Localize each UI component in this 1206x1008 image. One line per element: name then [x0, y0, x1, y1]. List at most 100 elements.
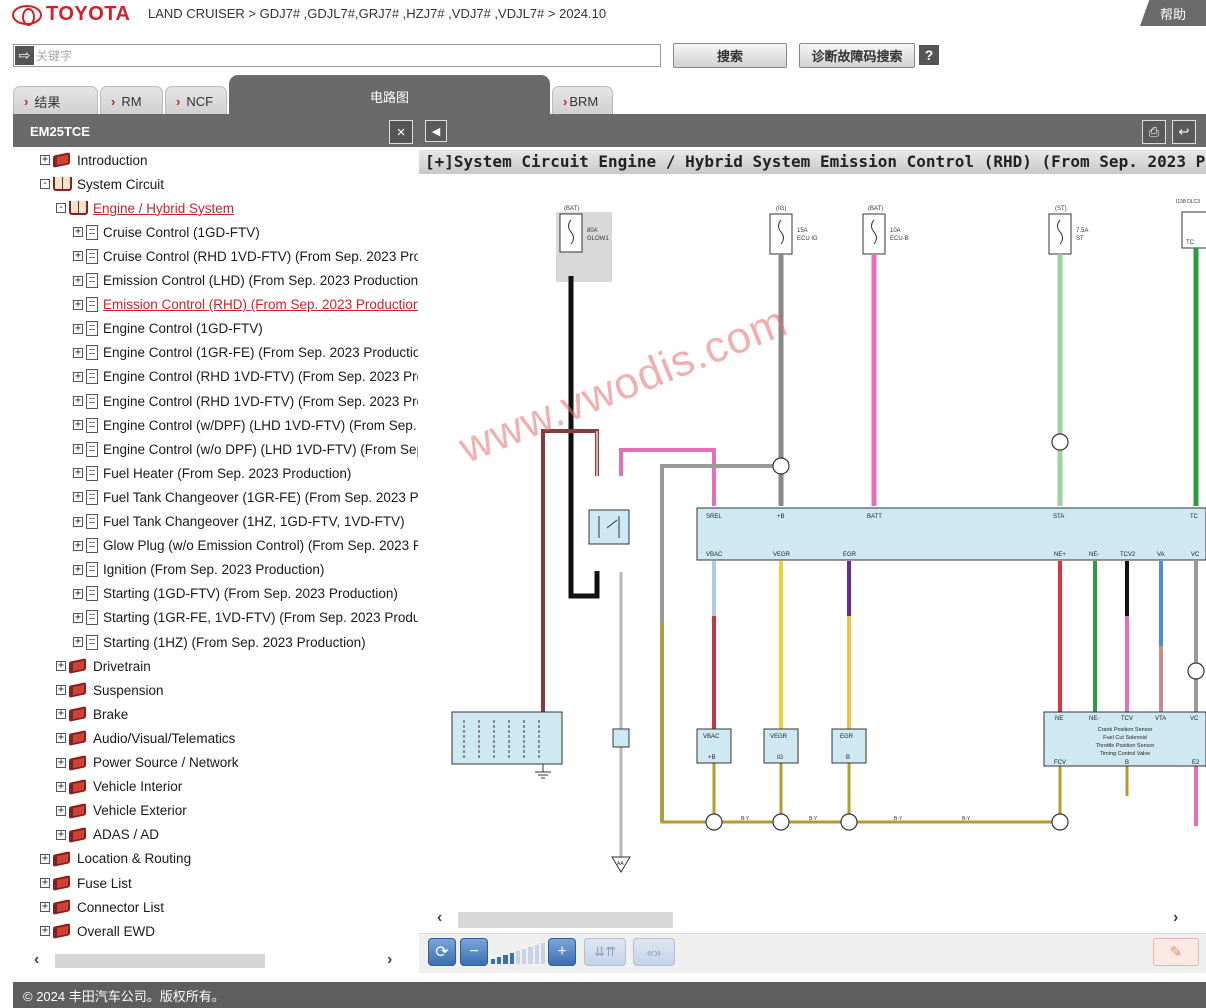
tree-item-label[interactable]: Drivetrain — [93, 658, 151, 674]
tree-item[interactable]: +Engine Control (1GD-FTV) — [73, 317, 263, 341]
tab-rm[interactable]: ›RM — [100, 86, 163, 116]
tree-item[interactable]: + Audio/Visual/Telematics — [56, 726, 235, 750]
expand-icon[interactable]: + — [56, 804, 66, 816]
tree-item[interactable]: + Overall EWD — [40, 919, 155, 943]
left-scrollbar-thumb[interactable] — [55, 954, 265, 968]
search-input[interactable] — [36, 46, 656, 65]
tree-item[interactable]: + Emission Control (RHD) (From Sep. 2023 … — [73, 293, 418, 317]
collapse-icon[interactable]: - — [56, 202, 66, 214]
tree-item[interactable]: + ADAS / AD — [56, 823, 159, 847]
expand-icon[interactable]: + — [73, 491, 83, 503]
expand-icon[interactable]: + — [56, 828, 66, 840]
tree-item-label[interactable]: Brake — [93, 706, 129, 722]
collapse-left-icon[interactable]: ◀ — [425, 120, 447, 142]
tree-item-label[interactable]: Starting (1HZ) (From Sep. 2023 Productio… — [103, 634, 366, 650]
tree-item-label[interactable]: Fuse List — [77, 875, 132, 891]
tree-item[interactable]: + Drivetrain — [56, 654, 151, 678]
tree-item[interactable]: +Engine Control (w/o DPF) (LHD 1VD-FTV) … — [73, 437, 418, 461]
tree-item-label[interactable]: ADAS / AD — [93, 827, 160, 843]
dtc-search-button[interactable]: 诊断故障码搜索 — [799, 43, 915, 68]
expand-icon[interactable]: + — [56, 660, 66, 672]
collapse-icon[interactable]: - — [40, 178, 50, 190]
tree-item[interactable]: + Location & Routing — [40, 847, 191, 871]
refresh-icon[interactable]: ⟳ — [428, 938, 456, 966]
tree-item-label[interactable]: Location & Routing — [77, 851, 192, 867]
fit-page-icon[interactable]: ⇊⇈ — [584, 938, 626, 966]
tab-ncf[interactable]: ›NCF — [165, 86, 227, 116]
expand-icon[interactable]: + — [73, 467, 83, 479]
tree-item-label[interactable]: Ignition (From Sep. 2023 Production) — [103, 562, 325, 578]
expand-icon[interactable]: + — [73, 298, 83, 310]
help-button[interactable]: 帮助 — [1140, 0, 1206, 26]
tree-item-label[interactable]: Fuel Heater (From Sep. 2023 Production) — [103, 465, 352, 481]
tree-item-label[interactable]: Vehicle Exterior — [93, 803, 187, 819]
tree-item[interactable]: + Emission Control (LHD) (From Sep. 2023 … — [73, 269, 418, 293]
tree-item-label[interactable]: Engine Control (w/DPF) (LHD 1VD-FTV) (Fr… — [103, 417, 418, 433]
tree-item[interactable]: +Starting (1GR-FE, 1VD-FTV) (From Sep. 2… — [73, 606, 418, 630]
tree-item[interactable]: +Starting (1GD-FTV) (From Sep. 2023 Prod… — [73, 582, 398, 606]
tree-item-label[interactable]: Engine Control (w/o DPF) (LHD 1VD-FTV) (… — [103, 441, 418, 457]
tree-item-label[interactable]: Starting (1GR-FE, 1VD-FTV) (From Sep. 20… — [103, 610, 418, 626]
tree-item-label[interactable]: Cruise Control (RHD 1VD-FTV) (From Sep. … — [103, 248, 418, 264]
scroll-left-icon[interactable]: ‹ — [34, 951, 40, 968]
tree-item[interactable]: + Cruise Control (RHD 1VD-FTV) (From Sep.… — [73, 244, 418, 268]
tree-item[interactable]: + Engine Control (1GR-FE) (From Sep. 2023… — [73, 341, 418, 365]
expand-icon[interactable]: + — [56, 732, 66, 744]
tree-item-label[interactable]: Engine Control (1GR-FE) (From Sep. 2023 … — [103, 345, 418, 361]
tree-item-label[interactable]: Audio/Visual/Telematics — [93, 730, 236, 746]
expand-icon[interactable]: + — [73, 515, 83, 527]
comment-icon[interactable]: ✎ — [1153, 938, 1199, 966]
tree-item-label[interactable]: Emission Control (LHD) (From Sep. 2023 P… — [103, 273, 418, 288]
tree-item-label[interactable]: Overall EWD — [77, 923, 156, 939]
tree-item[interactable]: +Engine Control (RHD 1VD-FTV) (From Sep.… — [73, 365, 418, 389]
tree-item[interactable]: + Fuse List — [40, 871, 132, 895]
tree-item-label[interactable]: System Circuit — [77, 176, 165, 192]
scroll-left-icon[interactable]: ‹ — [437, 909, 443, 926]
tree-item[interactable]: + Engine Control (w/DPF) (LHD 1VD-FTV) (F… — [73, 413, 418, 437]
search-button[interactable]: 搜索 — [673, 43, 787, 68]
tree-item-label[interactable]: Emission Control (RHD) (From Sep. 2023 P… — [103, 297, 418, 313]
expand-icon[interactable]: + — [73, 563, 83, 575]
tree-item[interactable]: - System Circuit — [40, 172, 164, 196]
tree-item-label[interactable]: Cruise Control (1GD-FTV) — [103, 224, 260, 240]
tree-item[interactable]: + Vehicle Exterior — [56, 799, 187, 823]
zoom-out-icon[interactable]: − — [460, 938, 488, 966]
tree-item-label[interactable]: Vehicle Interior — [93, 779, 183, 795]
expand-icon[interactable]: + — [73, 539, 83, 551]
expand-icon[interactable]: + — [40, 925, 50, 937]
expand-icon[interactable]: + — [73, 346, 83, 358]
tab-wiring-diagram[interactable]: 电路图 — [229, 75, 550, 116]
expand-icon[interactable]: + — [73, 636, 83, 647]
wiring-diagram[interactable]: (BAT) 80A GLOW1 (IG) 15A ECU IG (BAT) 10… — [419, 176, 1206, 906]
expand-icon[interactable]: + — [40, 877, 50, 888]
expand-icon[interactable]: + — [40, 901, 50, 913]
expand-icon[interactable]: + — [56, 756, 66, 768]
tree-item[interactable]: +Fuel Tank Changeover (1HZ, 1GD-FTV, 1VD… — [73, 510, 405, 534]
expand-icon[interactable]: + — [40, 852, 50, 864]
tree-item[interactable]: +Connector List — [40, 895, 164, 919]
expand-icon[interactable]: + — [40, 154, 50, 165]
expand-icon[interactable]: + — [73, 395, 83, 406]
tree-item-label[interactable]: Engine / Hybrid System — [93, 200, 235, 216]
tab-results[interactable]: ›结果 — [13, 86, 98, 116]
expand-icon[interactable]: + — [73, 274, 83, 286]
expand-icon[interactable]: + — [56, 780, 66, 792]
close-icon[interactable]: × — [389, 120, 413, 144]
tree-item-label[interactable]: Fuel Tank Changeover (1GR-FE) (From Sep.… — [103, 489, 418, 505]
expand-icon[interactable]: + — [73, 419, 83, 431]
tree-item-label[interactable]: Engine Control (RHD 1VD-FTV) (From Sep. … — [103, 393, 418, 409]
tab-brm[interactable]: ›BRM — [552, 86, 613, 116]
expand-icon[interactable]: + — [56, 684, 66, 696]
fit-width-icon[interactable]: «» — [633, 938, 675, 966]
tree-item[interactable]: +Power Source / Network — [56, 751, 239, 775]
expand-icon[interactable]: + — [73, 322, 83, 334]
search-help-icon[interactable]: ? — [919, 45, 939, 65]
expand-icon[interactable]: + — [73, 250, 83, 262]
zoom-in-icon[interactable]: + — [548, 938, 576, 966]
return-icon[interactable]: ↩ — [1172, 120, 1196, 144]
print-icon[interactable]: ⎙ — [1142, 120, 1166, 144]
tree-item-label[interactable]: Starting (1GD-FTV) (From Sep. 2023 Produ… — [103, 586, 398, 602]
tree-item[interactable]: +Glow Plug (w/o Emission Control) (From … — [73, 534, 418, 558]
tree-item-label[interactable]: Suspension — [93, 682, 164, 698]
tree-item[interactable]: +Cruise Control (1GD-FTV) — [73, 220, 260, 244]
